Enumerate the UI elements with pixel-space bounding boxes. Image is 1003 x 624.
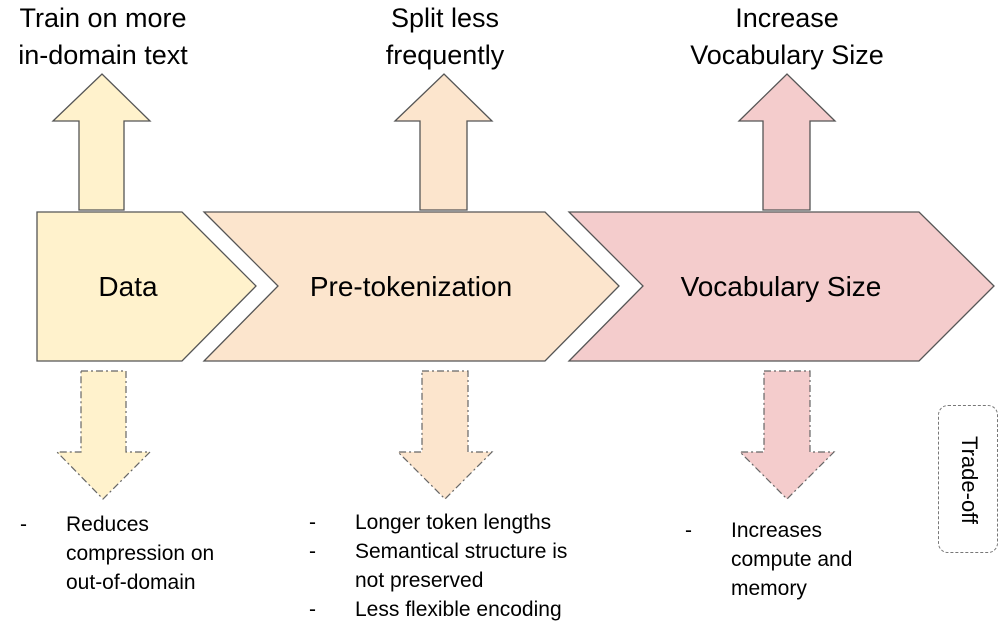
stage-pretok-shape xyxy=(202,211,620,362)
up-arrow-pretok xyxy=(393,73,494,211)
tradeoff-label: Trade-off xyxy=(957,435,982,525)
bullets-pretok: - Longer token lengths - Semantical stru… xyxy=(307,508,567,624)
bullet-item: - Reduces compression on out-of-domain xyxy=(18,510,214,597)
bullets-data: - Reduces compression on out-of-domain xyxy=(18,510,214,597)
bullets-vocab: - Increases compute and memory xyxy=(683,516,852,603)
tradeoff-box: Trade-off xyxy=(938,405,998,553)
bullet-item: - Longer token lengths xyxy=(307,508,567,537)
up-label-vocab: Increase Vocabulary Size xyxy=(690,3,884,70)
stage-vocab-shape xyxy=(567,211,995,362)
stage-data-shape xyxy=(36,211,257,362)
up-arrow-data xyxy=(51,73,152,211)
down-arrow-pretok xyxy=(396,370,494,500)
down-arrow-vocab xyxy=(738,370,836,500)
bullet-marker: - xyxy=(20,513,27,536)
stage-data-label: Data xyxy=(98,271,158,302)
down-arrow-data xyxy=(55,370,152,500)
up-label-data: Train on more in-domain text xyxy=(18,3,188,70)
bullet-marker: - xyxy=(309,511,316,534)
bullet-item: - Semantical structure is not preserved xyxy=(307,537,567,595)
bullet-text: Less flexible encoding xyxy=(355,598,562,621)
bullet-marker: - xyxy=(309,540,316,563)
stage-pretok-label: Pre-tokenization xyxy=(309,271,513,302)
bullet-text: Reduces compression on out-of-domain xyxy=(66,513,215,594)
bullet-text: Increases compute and memory xyxy=(731,519,853,600)
bullet-item: - Increases compute and memory xyxy=(683,516,852,603)
bullet-text: Longer token lengths xyxy=(355,511,552,534)
bullet-marker: - xyxy=(309,598,316,621)
bullet-item: - Less flexible encoding xyxy=(307,595,567,624)
stage-vocab-label: Vocabulary Size xyxy=(680,271,882,302)
bullet-marker: - xyxy=(685,519,692,542)
up-label-pretok: Split less frequently xyxy=(385,3,505,70)
up-arrow-vocab xyxy=(737,73,837,211)
bullet-text: Semantical structure is not preserved xyxy=(355,540,568,592)
